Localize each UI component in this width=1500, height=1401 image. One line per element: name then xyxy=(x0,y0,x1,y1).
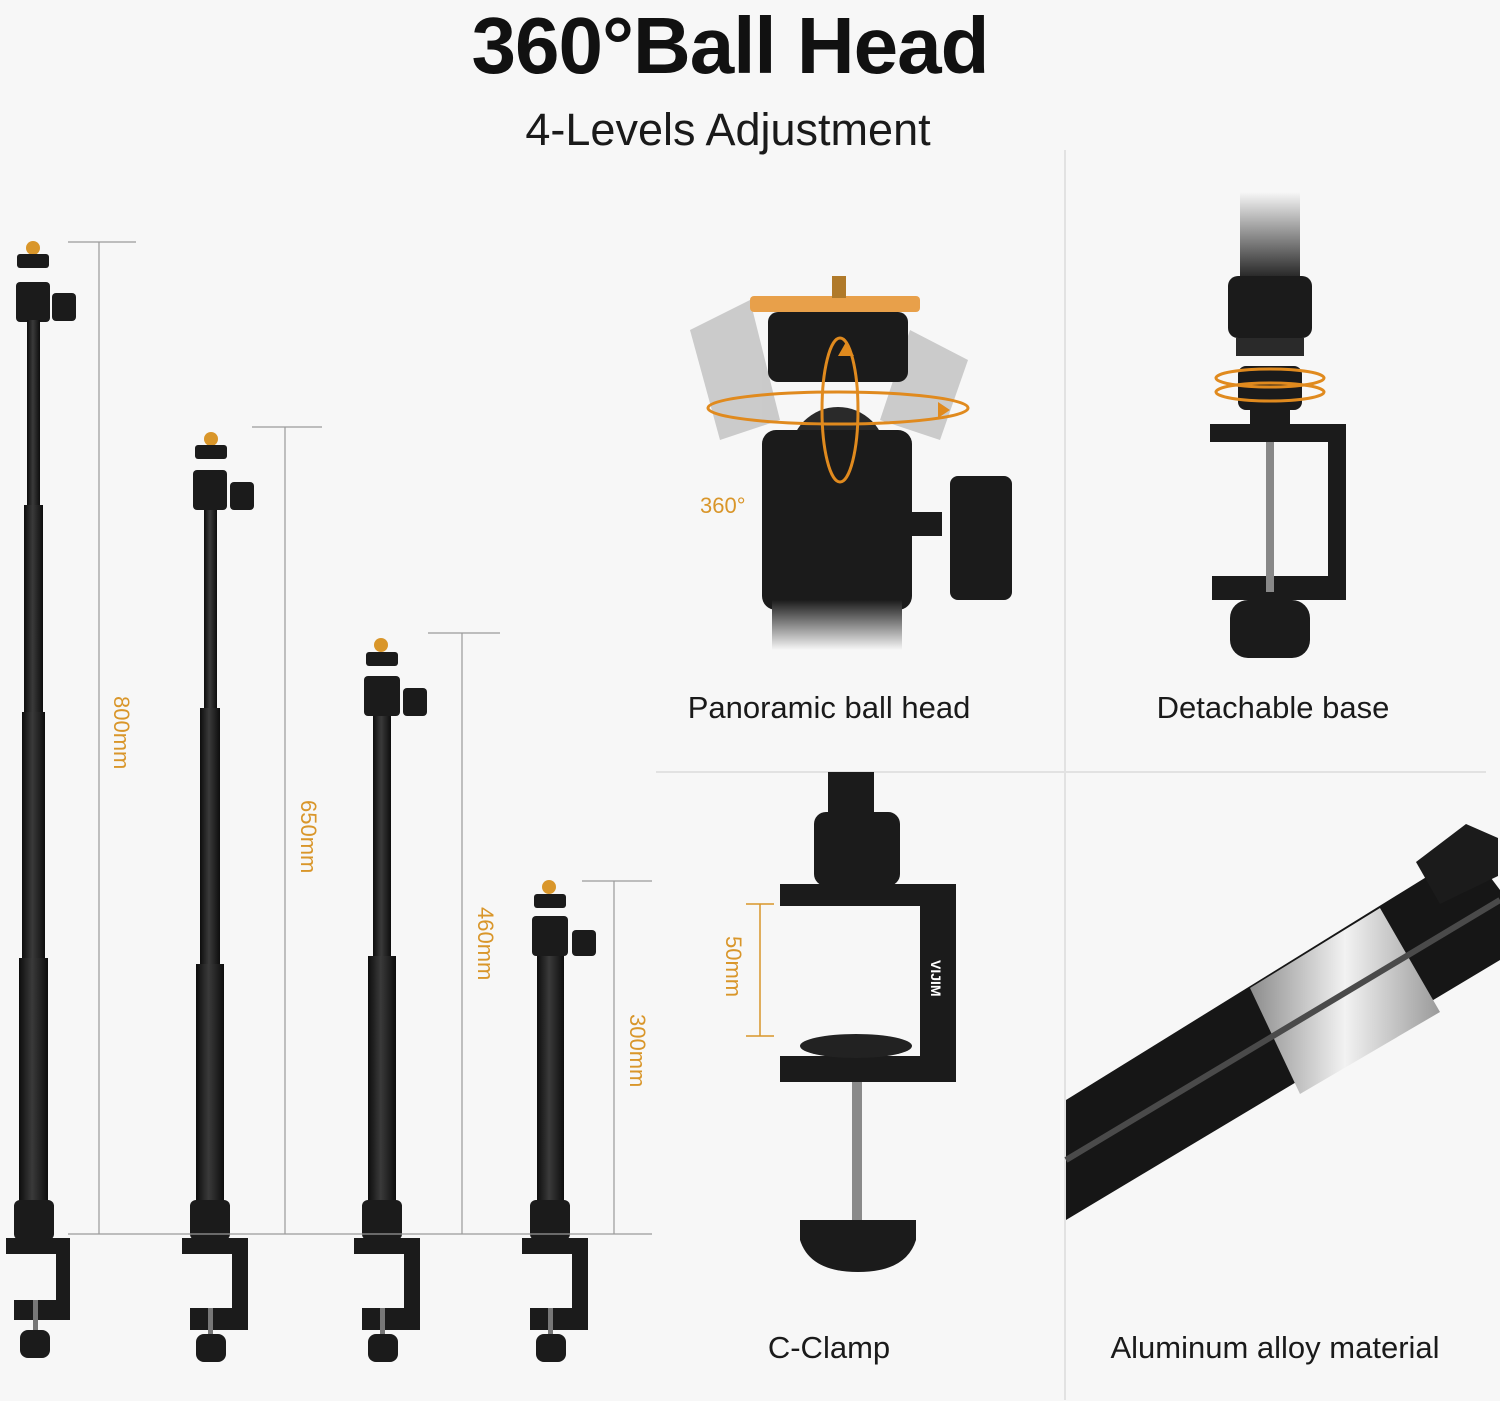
aluminum-tube-illustration xyxy=(1064,824,1500,1220)
ball-head-illustration xyxy=(690,276,1012,650)
height-label-460mm: 460mm xyxy=(473,907,498,981)
dimension-lines xyxy=(68,241,652,1235)
horizontal-divider xyxy=(656,771,1486,773)
height-label-300mm: 300mm xyxy=(625,1014,650,1088)
stand-800mm xyxy=(6,241,76,1358)
stand-650mm xyxy=(182,432,254,1362)
brand-logo: VIJIM xyxy=(928,960,944,997)
caption-panoramic-ball-head: Panoramic ball head xyxy=(687,690,971,725)
height-label-800mm: 800mm xyxy=(109,696,134,770)
page-subtitle: 4-Levels Adjustment xyxy=(525,104,931,155)
caption-aluminum-alloy: Aluminum alloy material xyxy=(1110,1330,1440,1365)
height-label-650mm: 650mm xyxy=(296,800,321,874)
stand-460mm xyxy=(354,638,427,1362)
rotation-label: 360° xyxy=(700,493,746,518)
page-title: 360°Ball Head xyxy=(471,1,989,90)
vertical-divider xyxy=(1064,150,1066,1400)
detachable-base-illustration xyxy=(1210,192,1346,658)
clamp-opening-label: 50mm xyxy=(721,936,746,998)
c-clamp-illustration xyxy=(746,772,956,1272)
caption-c-clamp: C-Clamp xyxy=(767,1330,891,1365)
caption-detachable-base: Detachable base xyxy=(1156,690,1390,725)
stand-300mm xyxy=(522,880,596,1362)
